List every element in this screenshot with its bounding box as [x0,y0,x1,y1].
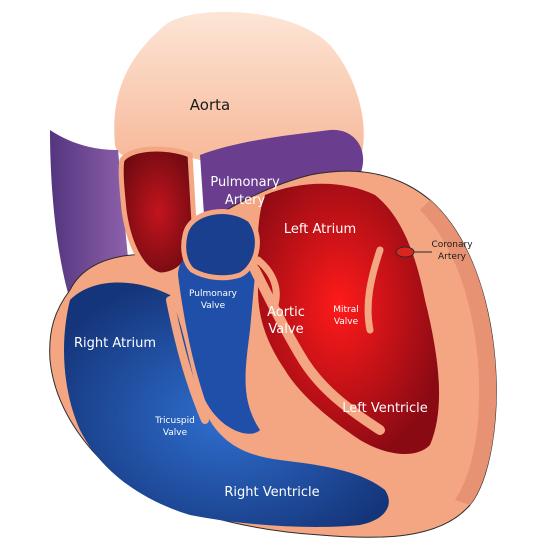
label-pulmonary-valve-2: Valve [201,301,226,311]
label-coronary-artery-2: Artery [438,252,467,262]
label-tricuspid-valve-1: Tricuspid [154,416,195,426]
label-mitral-valve-2: Valve [334,317,359,327]
label-right-ventricle: Right Ventricle [224,485,319,500]
label-pulmonary-artery-2: Artery [225,193,266,208]
label-aortic-valve-2: Valve [268,322,303,337]
label-mitral-valve-1: Mitral [333,305,359,315]
label-pulmonary-artery-1: Pulmonary [210,175,280,190]
pulmonary-valve-cup [184,212,258,278]
label-left-ventricle: Left Ventricle [342,401,428,416]
label-coronary-artery-1: Coronary [431,240,473,250]
label-right-atrium: Right Atrium [74,336,156,351]
label-pulmonary-valve-1: Pulmonary [189,289,238,299]
coronary-artery-marker [396,247,414,257]
label-aorta: Aorta [190,96,230,114]
label-aortic-valve-1: Aortic [267,305,305,320]
label-left-atrium: Left Atrium [284,222,356,237]
label-tricuspid-valve-2: Valve [163,428,188,438]
